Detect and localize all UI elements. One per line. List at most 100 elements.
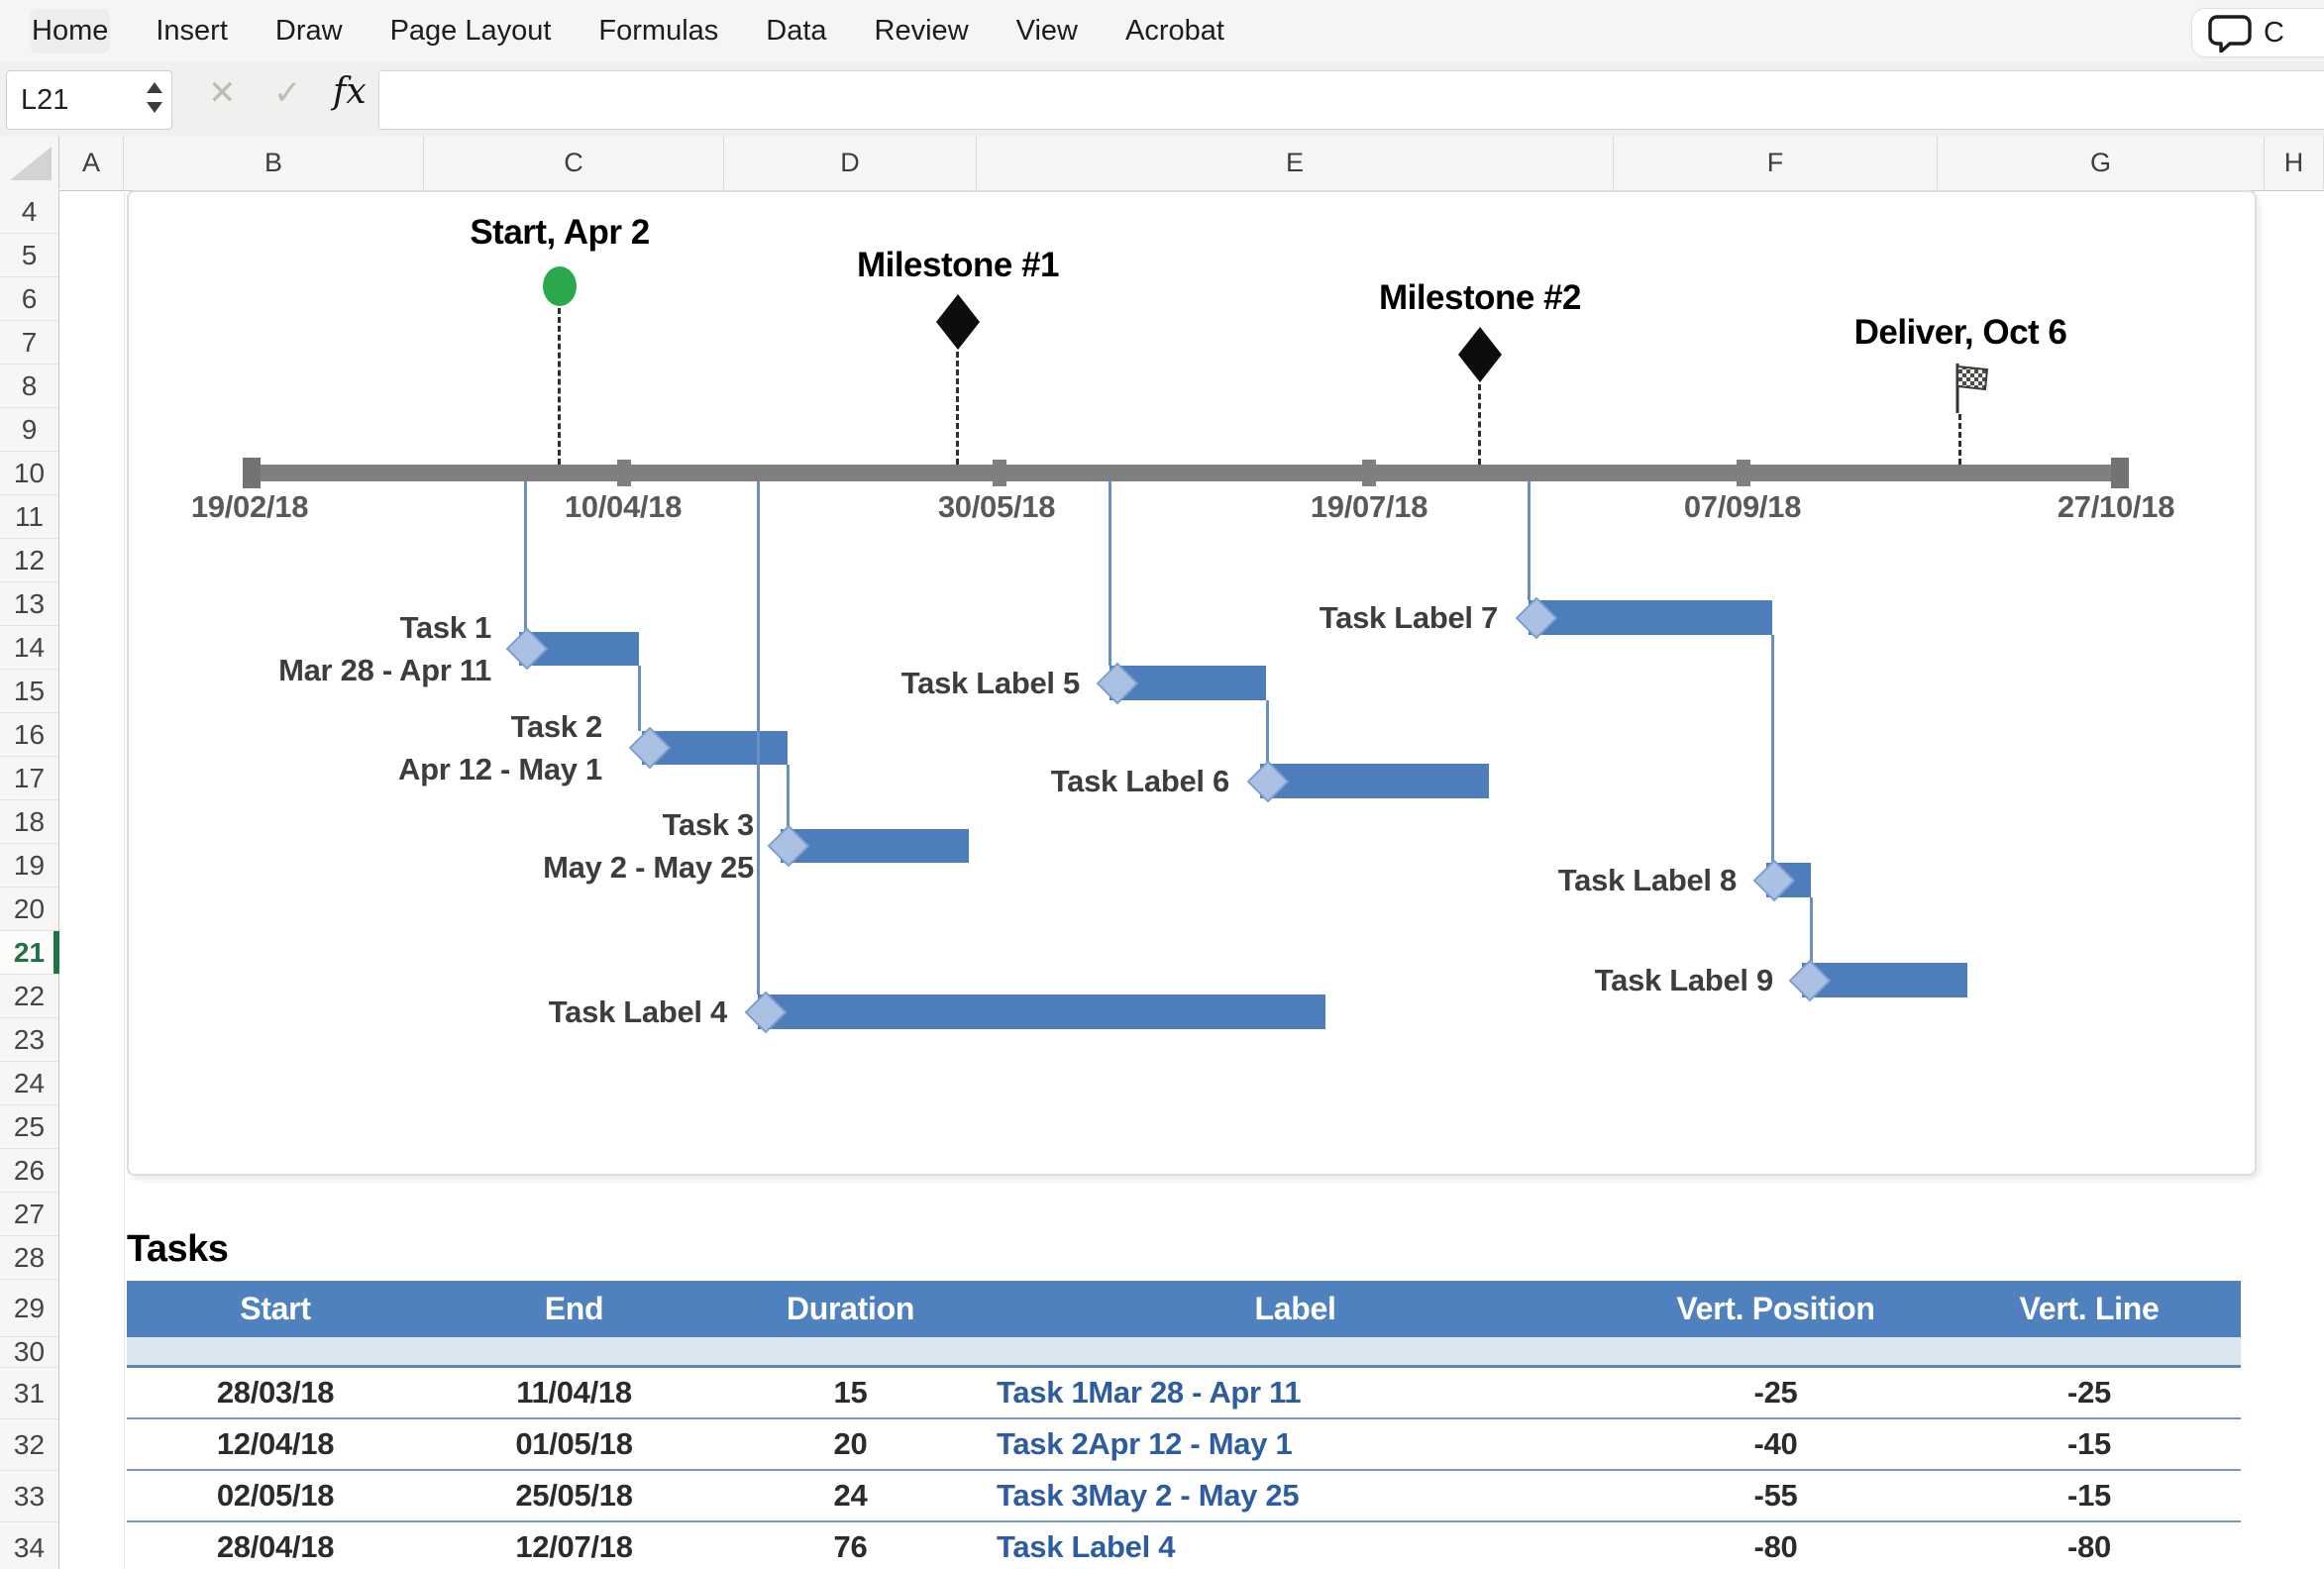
task-bar-3[interactable]: [781, 829, 969, 863]
table-cell-vert_line[interactable]: -15: [2067, 1478, 2111, 1513]
row-header-24[interactable]: 24: [0, 1062, 58, 1105]
row-header-26[interactable]: 26: [0, 1149, 58, 1193]
table-cell-duration[interactable]: 76: [833, 1529, 868, 1564]
column-header-d[interactable]: D: [724, 137, 977, 189]
row-header-15[interactable]: 15: [0, 670, 58, 713]
row-header-16[interactable]: 16: [0, 713, 58, 757]
milestone-diamond-marker[interactable]: [934, 292, 982, 352]
task-start-diamond[interactable]: [627, 725, 673, 771]
menu-item-draw[interactable]: Draw: [274, 14, 343, 47]
column-header-c[interactable]: C: [424, 137, 724, 189]
task-start-diamond[interactable]: [504, 626, 550, 672]
table-header-label[interactable]: Label: [1254, 1291, 1336, 1326]
task-bar-4[interactable]: [758, 994, 1325, 1029]
table-cell-duration[interactable]: 15: [833, 1375, 868, 1410]
row-header-14[interactable]: 14: [0, 626, 58, 670]
table-cell-end[interactable]: 12/07/18: [515, 1529, 633, 1564]
insert-function-icon[interactable]: fx: [333, 71, 367, 112]
task-start-diamond[interactable]: [743, 990, 789, 1035]
task-start-diamond[interactable]: [766, 823, 811, 869]
row-header-7[interactable]: 7: [0, 321, 58, 365]
confirm-icon[interactable]: ✓: [273, 74, 302, 112]
table-cell-duration[interactable]: 20: [833, 1426, 868, 1461]
table-cell-vert_line[interactable]: -80: [2067, 1529, 2111, 1564]
row-header-18[interactable]: 18: [0, 800, 58, 844]
table-cell-label[interactable]: Task 2Apr 12 - May 1: [997, 1426, 1293, 1461]
menu-item-view[interactable]: View: [1015, 14, 1078, 47]
task-bar-7[interactable]: [1529, 600, 1772, 635]
select-all-corner[interactable]: [0, 137, 59, 189]
table-cell-label[interactable]: Task 3May 2 - May 25: [997, 1478, 1300, 1513]
table-cell-label[interactable]: Task Label 4: [997, 1529, 1176, 1564]
column-header-e[interactable]: E: [977, 137, 1614, 189]
column-header-b[interactable]: B: [124, 137, 424, 189]
table-cell-end[interactable]: 25/05/18: [515, 1478, 633, 1513]
row-header-29[interactable]: 29: [0, 1280, 58, 1337]
menu-item-formulas[interactable]: Formulas: [598, 14, 719, 47]
row-header-9[interactable]: 9: [0, 408, 58, 452]
task-start-diamond[interactable]: [1751, 858, 1797, 903]
row-header-4[interactable]: 4: [0, 190, 58, 234]
table-cell-vert_line[interactable]: -15: [2067, 1426, 2111, 1461]
row-header-8[interactable]: 8: [0, 365, 58, 408]
table-spacer-row[interactable]: [127, 1337, 2241, 1368]
table-cell-duration[interactable]: 24: [833, 1478, 868, 1513]
name-box[interactable]: L21: [6, 70, 172, 130]
row-header-34[interactable]: 34: [0, 1522, 58, 1569]
name-box-stepper[interactable]: [147, 82, 162, 118]
row-header-32[interactable]: 32: [0, 1419, 58, 1471]
cancel-icon[interactable]: ✕: [208, 74, 237, 112]
table-row[interactable]: 28/03/18 11/04/18 15 Task 1Mar 28 - Apr 11 -…: [127, 1368, 2241, 1419]
table-header-duration[interactable]: Duration: [786, 1291, 915, 1326]
table-cell-vert_line[interactable]: -25: [2067, 1375, 2111, 1410]
table-cell-start[interactable]: 12/04/18: [216, 1426, 335, 1461]
row-header-20[interactable]: 20: [0, 888, 58, 931]
table-header-start[interactable]: Start: [240, 1291, 311, 1326]
column-header-f[interactable]: F: [1614, 137, 1938, 189]
task-start-diamond[interactable]: [1095, 661, 1140, 706]
task-start-diamond[interactable]: [1514, 595, 1559, 641]
table-cell-vert_position[interactable]: -80: [1753, 1529, 1798, 1564]
row-header-31[interactable]: 31: [0, 1368, 58, 1419]
row-header-13[interactable]: 13: [0, 582, 58, 626]
formula-input[interactable]: [378, 70, 2324, 130]
row-header-25[interactable]: 25: [0, 1105, 58, 1149]
menu-item-acrobat[interactable]: Acrobat: [1124, 14, 1224, 47]
table-header-vert-position[interactable]: Vert. Position: [1676, 1291, 1875, 1326]
table-row[interactable]: 28/04/18 12/07/18 76 Task Label 4 -80 -80: [127, 1522, 2241, 1569]
table-cell-end[interactable]: 11/04/18: [516, 1375, 632, 1410]
table-header-vert-line[interactable]: Vert. Line: [2019, 1291, 2160, 1326]
task-start-diamond[interactable]: [1787, 958, 1833, 1003]
task-start-diamond[interactable]: [1245, 759, 1291, 804]
table-header-end[interactable]: End: [544, 1291, 604, 1326]
row-header-30[interactable]: 30: [0, 1336, 58, 1368]
row-header-33[interactable]: 33: [0, 1471, 58, 1522]
start-circle-marker[interactable]: [543, 266, 577, 306]
row-header-5[interactable]: 5: [0, 234, 58, 277]
table-cell-start[interactable]: 28/03/18: [216, 1375, 335, 1410]
row-header-11[interactable]: 11: [0, 495, 58, 539]
column-header-g[interactable]: G: [1938, 137, 2265, 189]
row-header-17[interactable]: 17: [0, 757, 58, 800]
menu-item-review[interactable]: Review: [874, 14, 969, 47]
menu-item-page-layout[interactable]: Page Layout: [389, 14, 552, 47]
column-header-h[interactable]: H: [2265, 137, 2324, 189]
row-header-19[interactable]: 19: [0, 844, 58, 888]
row-header-6[interactable]: 6: [0, 277, 58, 321]
comments-button[interactable]: C: [2191, 8, 2324, 57]
table-cell-vert_position[interactable]: -25: [1753, 1375, 1798, 1410]
row-header-22[interactable]: 22: [0, 975, 58, 1018]
row-header-27[interactable]: 27: [0, 1193, 58, 1236]
row-header-21[interactable]: 21: [0, 931, 59, 975]
deliver-flag-icon[interactable]: [1951, 362, 1994, 415]
table-cell-start[interactable]: 28/04/18: [216, 1529, 335, 1564]
menu-item-insert[interactable]: Insert: [156, 14, 228, 47]
menu-item-home[interactable]: Home: [30, 8, 111, 53]
milestone-diamond-marker[interactable]: [1456, 325, 1504, 384]
table-cell-label[interactable]: Task 1Mar 28 - Apr 11: [997, 1375, 1302, 1410]
row-header-10[interactable]: 10: [0, 452, 58, 495]
menu-item-data[interactable]: Data: [766, 14, 827, 47]
table-cell-end[interactable]: 01/05/18: [515, 1426, 633, 1461]
